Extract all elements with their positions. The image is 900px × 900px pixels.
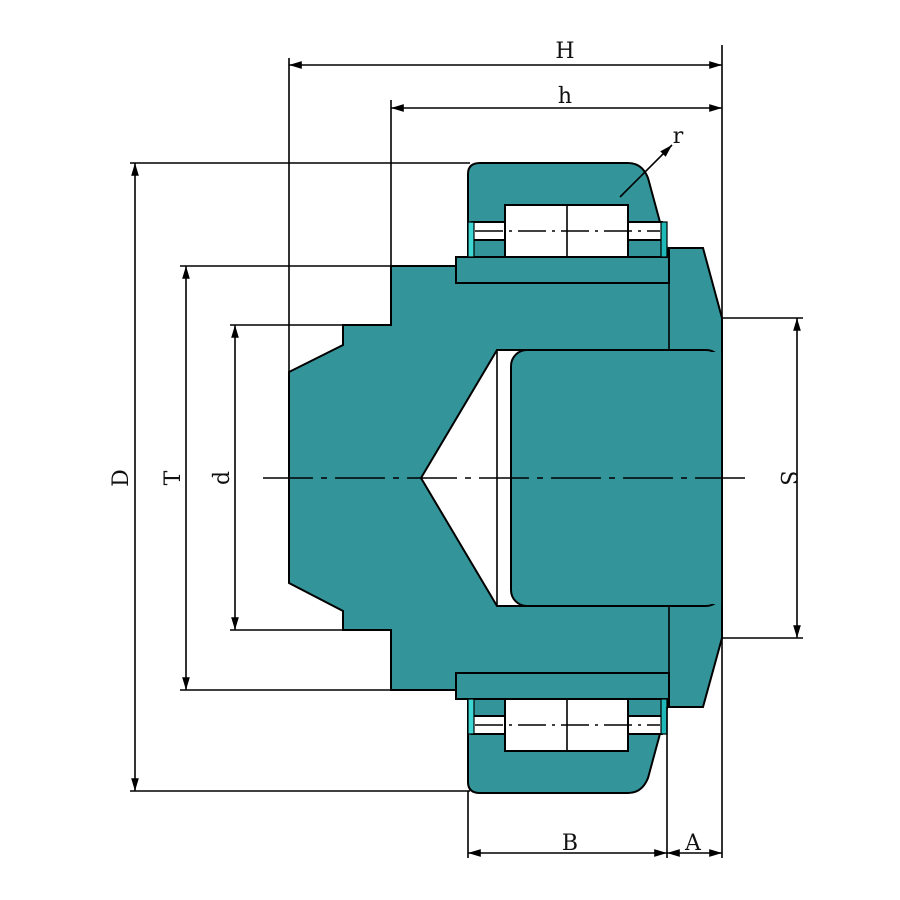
label-d: d xyxy=(210,471,235,485)
seal-left xyxy=(467,221,475,258)
label-H: H xyxy=(555,39,574,64)
label-D: D xyxy=(109,469,134,487)
bearing-top xyxy=(455,162,670,284)
label-r: r xyxy=(673,124,684,149)
seal-right xyxy=(660,221,668,258)
label-A: A xyxy=(684,831,702,856)
extension-lines xyxy=(130,45,803,858)
label-T: T xyxy=(161,470,186,485)
label-h: h xyxy=(558,84,572,109)
label-S: S xyxy=(775,470,800,485)
label-B: B xyxy=(562,831,578,856)
bearing-bottom xyxy=(455,672,670,794)
dim-r-leader xyxy=(619,144,673,198)
